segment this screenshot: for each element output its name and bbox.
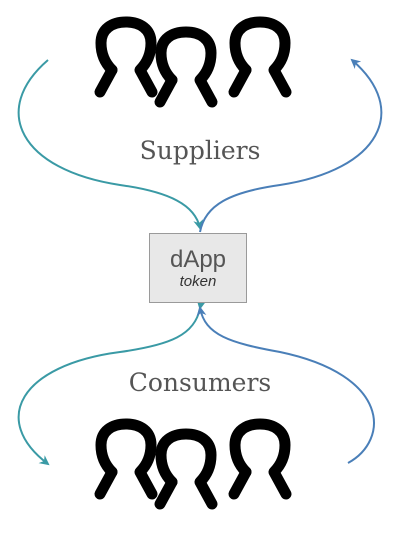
person-icon <box>234 22 286 92</box>
person-icon <box>160 32 212 102</box>
consume-arrow <box>17 299 207 466</box>
user-group-icon <box>100 22 286 102</box>
person-icon <box>100 22 152 92</box>
person-icon <box>100 424 152 494</box>
person-icon <box>234 424 286 494</box>
feedback-arrow <box>196 306 375 464</box>
return-arrow <box>199 58 383 233</box>
dapp-title: dApp <box>169 246 227 273</box>
dapp-node: dApp token <box>149 233 247 303</box>
dapp-subtitle: token <box>179 273 217 290</box>
user-group-icon <box>100 424 286 504</box>
person-icon <box>160 434 212 504</box>
consumers-label: Consumers <box>128 368 272 397</box>
supply-arrow <box>17 59 204 230</box>
suppliers-label: Suppliers <box>139 136 261 165</box>
